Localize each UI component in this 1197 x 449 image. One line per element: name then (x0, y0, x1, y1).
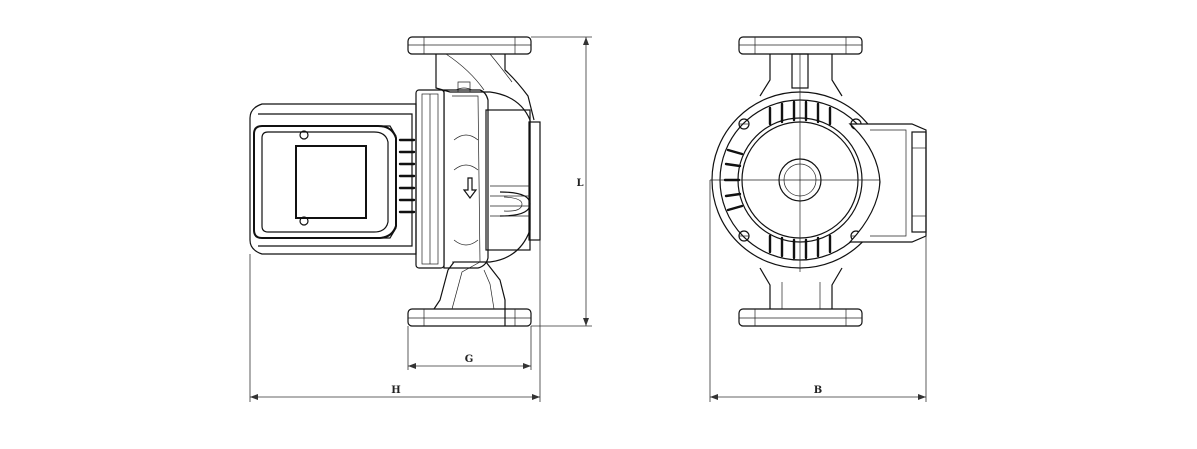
dimension-G (407, 326, 532, 370)
side-view (249, 36, 592, 402)
top-flange (407, 36, 532, 55)
dimension-B (709, 180, 927, 402)
control-box (253, 125, 397, 239)
front-terminal-box (848, 123, 927, 243)
front-top-flange (738, 36, 863, 55)
adapter-plate (415, 89, 445, 269)
motor (249, 103, 417, 255)
dimension-H-label: H (391, 385, 400, 396)
dimension-L-label: L (576, 178, 583, 189)
dimension-H (249, 240, 541, 402)
front-cooling-fins (723, 100, 832, 260)
front-bottom-flange (738, 308, 863, 327)
dimension-G-label: G (465, 354, 474, 365)
bottom-flange (407, 308, 532, 327)
down-arrow-icon (462, 177, 478, 199)
pump-body (433, 53, 541, 326)
front-body (710, 88, 890, 272)
volute-housing (443, 81, 489, 269)
front-pipe-necks (759, 53, 843, 309)
dimension-L (531, 36, 592, 327)
dimension-B-label: B (814, 385, 822, 396)
front-view (709, 36, 927, 402)
